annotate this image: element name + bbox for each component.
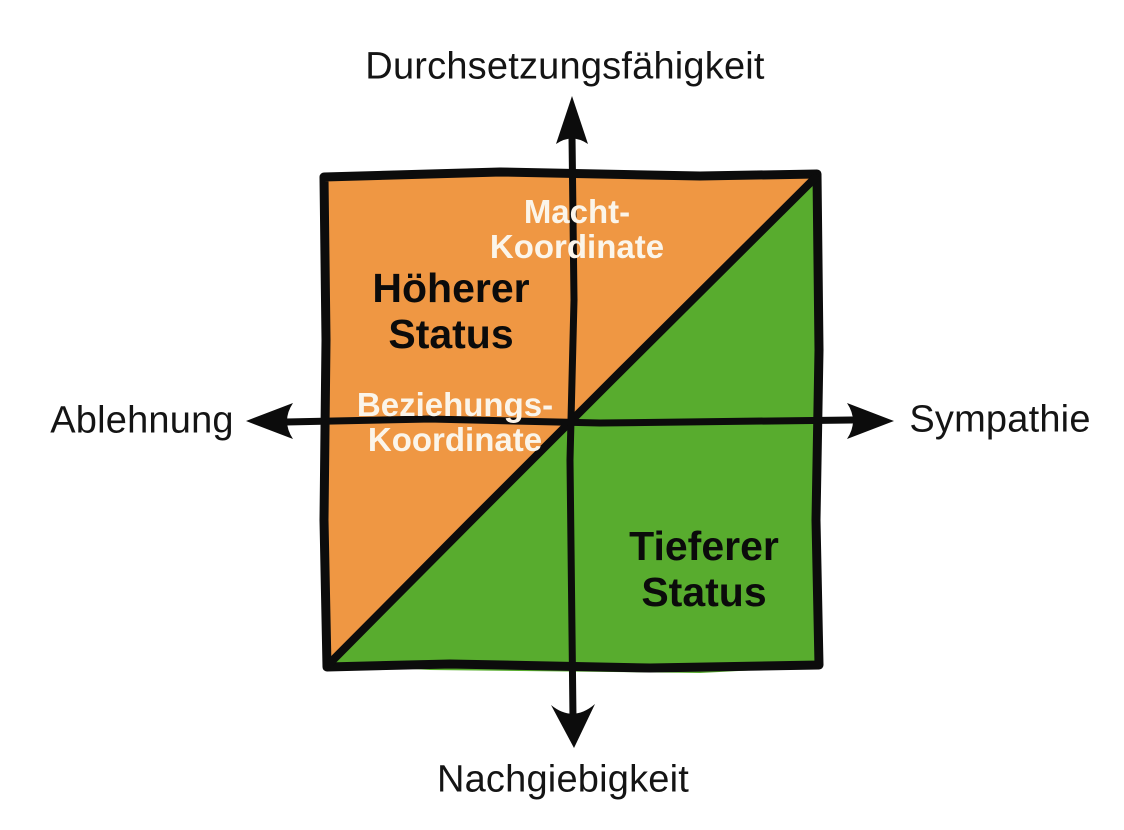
axis-label-rejection: Ablehnung — [50, 399, 234, 442]
axis-label-assertiveness: Durchsetzungsfähigkeit — [365, 45, 765, 88]
axis-label-compliance: Nachgiebigkeit — [436, 758, 690, 801]
power-coordinate-label: Macht- Koordinate — [490, 194, 664, 264]
power-coordinate-line2: Koordinate — [489, 228, 665, 265]
lower-status-label: Tieferer Status — [629, 523, 779, 615]
higher-status-line1: Höherer — [372, 265, 530, 311]
higher-status-label: Höherer Status — [372, 265, 529, 357]
lower-status-line2: Status — [641, 569, 767, 615]
horizontal-axis-line — [282, 415, 856, 427]
square-border — [319, 167, 824, 673]
lower-status-line1: Tieferer — [629, 523, 779, 569]
relationship-coordinate-line2: Koordinate — [367, 421, 543, 458]
up-arrowhead — [556, 96, 588, 144]
higher-status-line2: Status — [388, 311, 514, 357]
right-arrowhead — [847, 403, 894, 439]
left-arrowhead — [246, 403, 293, 439]
relationship-coordinate-label: Beziehungs- Koordinate — [357, 387, 553, 457]
down-arrowhead — [551, 704, 595, 748]
power-coordinate-line1: Macht- — [523, 193, 631, 230]
diagonal-line — [325, 174, 819, 668]
relationship-coordinate-line1: Beziehungs- — [356, 386, 554, 423]
axis-label-sympathy: Sympathie — [909, 398, 1091, 441]
vertical-axis-line — [566, 132, 578, 722]
